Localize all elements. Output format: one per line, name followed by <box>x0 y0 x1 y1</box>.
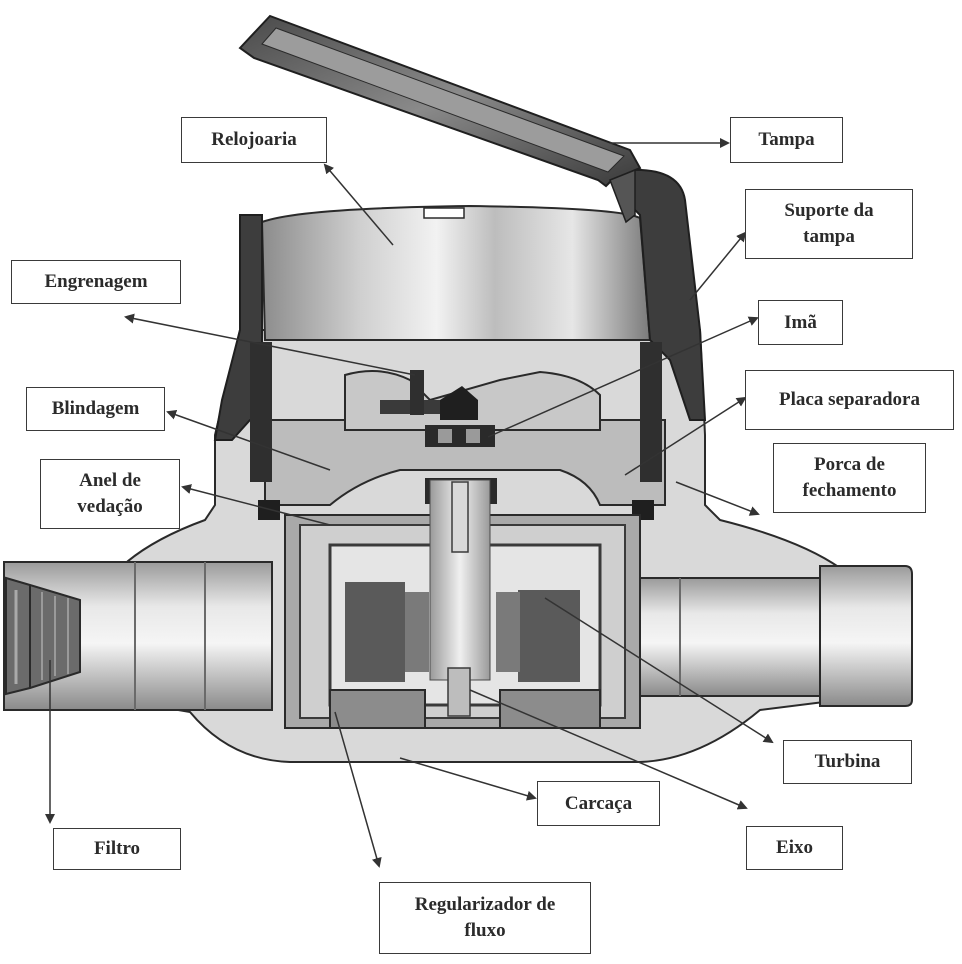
label-tampa: Tampa <box>730 117 843 163</box>
label-eixo: Eixo <box>746 826 843 870</box>
label-relojoaria: Relojoaria <box>181 117 327 163</box>
turbine <box>345 582 405 682</box>
shielding-left <box>250 342 272 482</box>
label-anel-de-vedacao: Anel de vedação <box>40 459 180 529</box>
label-suporte-da-tampa: Suporte da tampa <box>745 189 913 259</box>
label-ima: Imã <box>758 300 843 345</box>
magnet-top <box>425 425 495 447</box>
flow-regulator <box>329 689 601 729</box>
label-blindagem: Blindagem <box>26 387 165 431</box>
register-cylinder <box>260 204 652 341</box>
separator-plate <box>264 419 666 506</box>
label-porca-de-fechamento: Porca de fechamento <box>773 443 926 513</box>
label-carcaca: Carcaça <box>537 781 660 826</box>
leader-lines <box>45 138 774 868</box>
label-engrenagem: Engrenagem <box>11 260 181 304</box>
label-regularizador-de-fluxo: Regularizador de fluxo <box>379 882 591 954</box>
label-turbina: Turbina <box>783 740 912 784</box>
label-filtro: Filtro <box>53 828 181 870</box>
label-placa-separadora: Placa separadora <box>745 370 954 430</box>
